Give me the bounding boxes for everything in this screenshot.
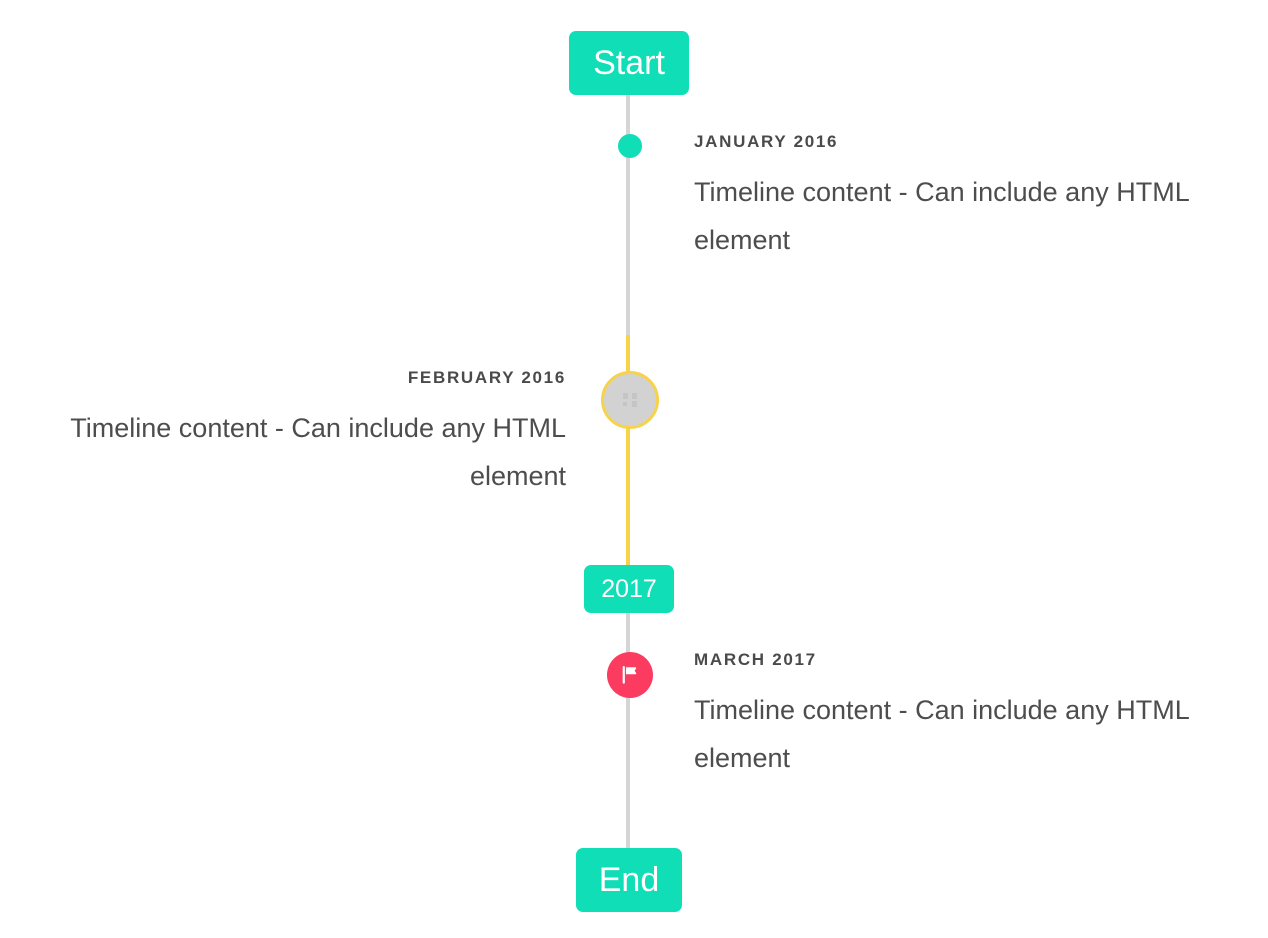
flag-icon [622,666,637,684]
timeline-line-segment-top [626,95,630,335]
entry-date-label: FEBRUARY 2016 [407,368,566,387]
entry-body-text: Timeline content - Can include any HTML … [694,695,1189,773]
entry-body-text: Timeline content - Can include any HTML … [70,413,566,491]
entry-date-label: MARCH 2017 [694,650,817,669]
timeline-end-badge[interactable]: End [576,848,682,912]
timeline-end-label: End [598,860,660,899]
timeline-start-label: Start [593,43,665,82]
broken-image-icon [622,393,638,407]
marker-flag-icon[interactable] [607,652,653,698]
entry-date-label: JANUARY 2016 [694,132,839,151]
timeline-entry-january: JANUARY 2016 Timeline content - Can incl… [694,132,1224,264]
timeline-year-badge[interactable]: 2017 [584,565,674,613]
timeline-line-segment-bottom [626,613,630,856]
timeline-entry-february: FEBRUARY 2016 Timeline content - Can inc… [38,368,566,500]
marker-dot-icon[interactable] [618,134,642,158]
entry-body-text: Timeline content - Can include any HTML … [694,177,1189,255]
marker-broken-image-icon[interactable] [601,371,659,429]
timeline-entry-march: MARCH 2017 Timeline content - Can includ… [694,650,1224,782]
timeline-start-badge[interactable]: Start [569,31,689,95]
timeline-line-segment-highlight [626,335,630,565]
timeline-year-label: 2017 [601,574,657,603]
